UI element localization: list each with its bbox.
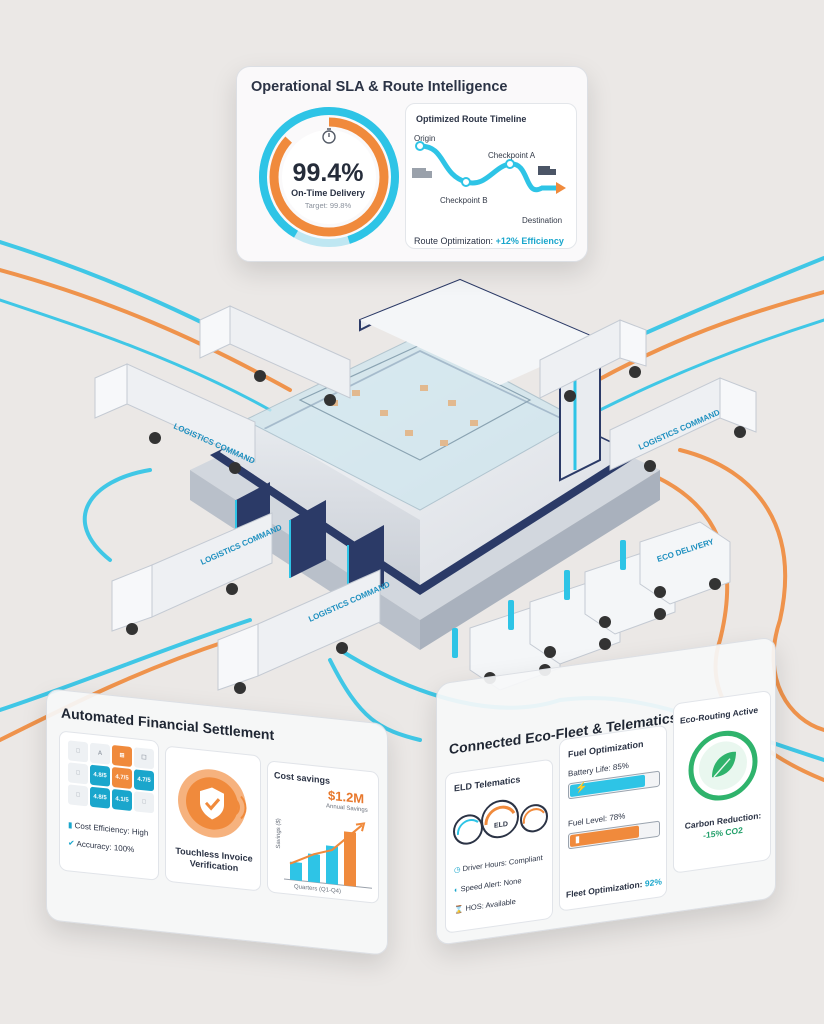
- on-time-label: On-Time Delivery: [291, 188, 365, 198]
- lightning-icon: ⚡: [575, 781, 588, 795]
- eld-telematics-card: ELD Telematics ELD ◷ Driver Hours: Compl…: [445, 758, 553, 934]
- eco-routing-card: Eco-Routing Active Carbon Reduction: -15…: [673, 689, 771, 874]
- panel-title: Operational SLA & Route Intelligence: [251, 79, 508, 95]
- route-timeline-card: Optimized Route Timeline Origin Checkpoi…: [405, 103, 577, 249]
- speedometer-icon: ◐: [454, 884, 459, 895]
- fuel-pump-icon: ▮: [575, 833, 580, 845]
- fleet-optimization: Fleet Optimization: 92%: [566, 876, 662, 900]
- rating-cell: 4.8/5: [90, 764, 110, 787]
- rating-grid-card: □ A ⊞ ☐ □ 4.8/5 4.7/5 4.7/5 □ 4.8/5 4.1/…: [59, 730, 159, 881]
- eld-gauges: ELD: [453, 799, 548, 845]
- stopwatch-icon: [322, 128, 336, 144]
- leaf-icon: [688, 730, 758, 801]
- cost-savings-card: Cost savings $1.2M Annual Savings Saving…: [267, 760, 379, 904]
- route-destination: Destination: [522, 216, 563, 225]
- eco-fleet-panel: Connected Eco-Fleet & Telematics ELD Tel…: [436, 636, 776, 946]
- rating-cell: 4.8/5: [90, 786, 110, 809]
- savings-bar-chart: [284, 822, 372, 889]
- rating-cell: 4.7/5: [134, 769, 154, 792]
- speed-alert: ◐ Speed Alert: None: [454, 875, 522, 895]
- on-time-target: Target: 99.8%: [304, 201, 352, 210]
- hos-status: ⌛ HOS: Available: [454, 896, 516, 915]
- svg-text:ELD: ELD: [494, 821, 508, 830]
- electric-vans: ECO DELIVERY: [452, 521, 731, 691]
- accuracy: ✔ Accuracy: 100%: [68, 838, 135, 855]
- route-checkpoint-b: Checkpoint B: [440, 196, 488, 205]
- on-time-gauge: [259, 107, 399, 247]
- hub-building: [190, 278, 660, 650]
- rating-cell: 4.7/5: [112, 766, 132, 790]
- sla-route-panel: Operational SLA & Route Intelligence 99.…: [236, 66, 588, 262]
- on-time-value: 99.4%: [292, 159, 364, 187]
- route-checkpoint-a: Checkpoint A: [488, 151, 536, 160]
- cost-efficiency: ▮ Cost Efficiency: High: [68, 820, 149, 838]
- shield-check-icon: [178, 769, 247, 838]
- check-circle-icon: ✔: [68, 838, 75, 849]
- fuel-optimization-card: Fuel Optimization Battery Life: 85% ⚡ Fu…: [559, 724, 667, 912]
- financial-settlement-panel: Automated Financial Settlement □ A ⊞ ☐ □…: [46, 688, 388, 956]
- driver-hours: ◷ Driver Hours: Compliant: [454, 853, 543, 875]
- fuel-fill: [570, 825, 639, 848]
- bar-chart-icon: ▮: [68, 820, 73, 830]
- route-timeline-title: Optimized Route Timeline: [416, 114, 527, 124]
- savings-title: Cost savings: [274, 769, 331, 786]
- rating-cell: 4.1/5: [112, 788, 132, 812]
- fuel-title: Fuel Optimization: [568, 738, 644, 760]
- truck-icon: [538, 166, 556, 175]
- invoice-verification-card: Touchless Invoice Verification: [165, 745, 261, 892]
- route-optimization: Route Optimization: +12% Efficiency: [414, 236, 564, 246]
- clock-icon: ◷: [454, 864, 461, 875]
- route-origin: Origin: [414, 134, 436, 143]
- truck-icon: [412, 168, 432, 178]
- route-path: [412, 141, 566, 194]
- hourglass-icon: ⌛: [454, 904, 464, 915]
